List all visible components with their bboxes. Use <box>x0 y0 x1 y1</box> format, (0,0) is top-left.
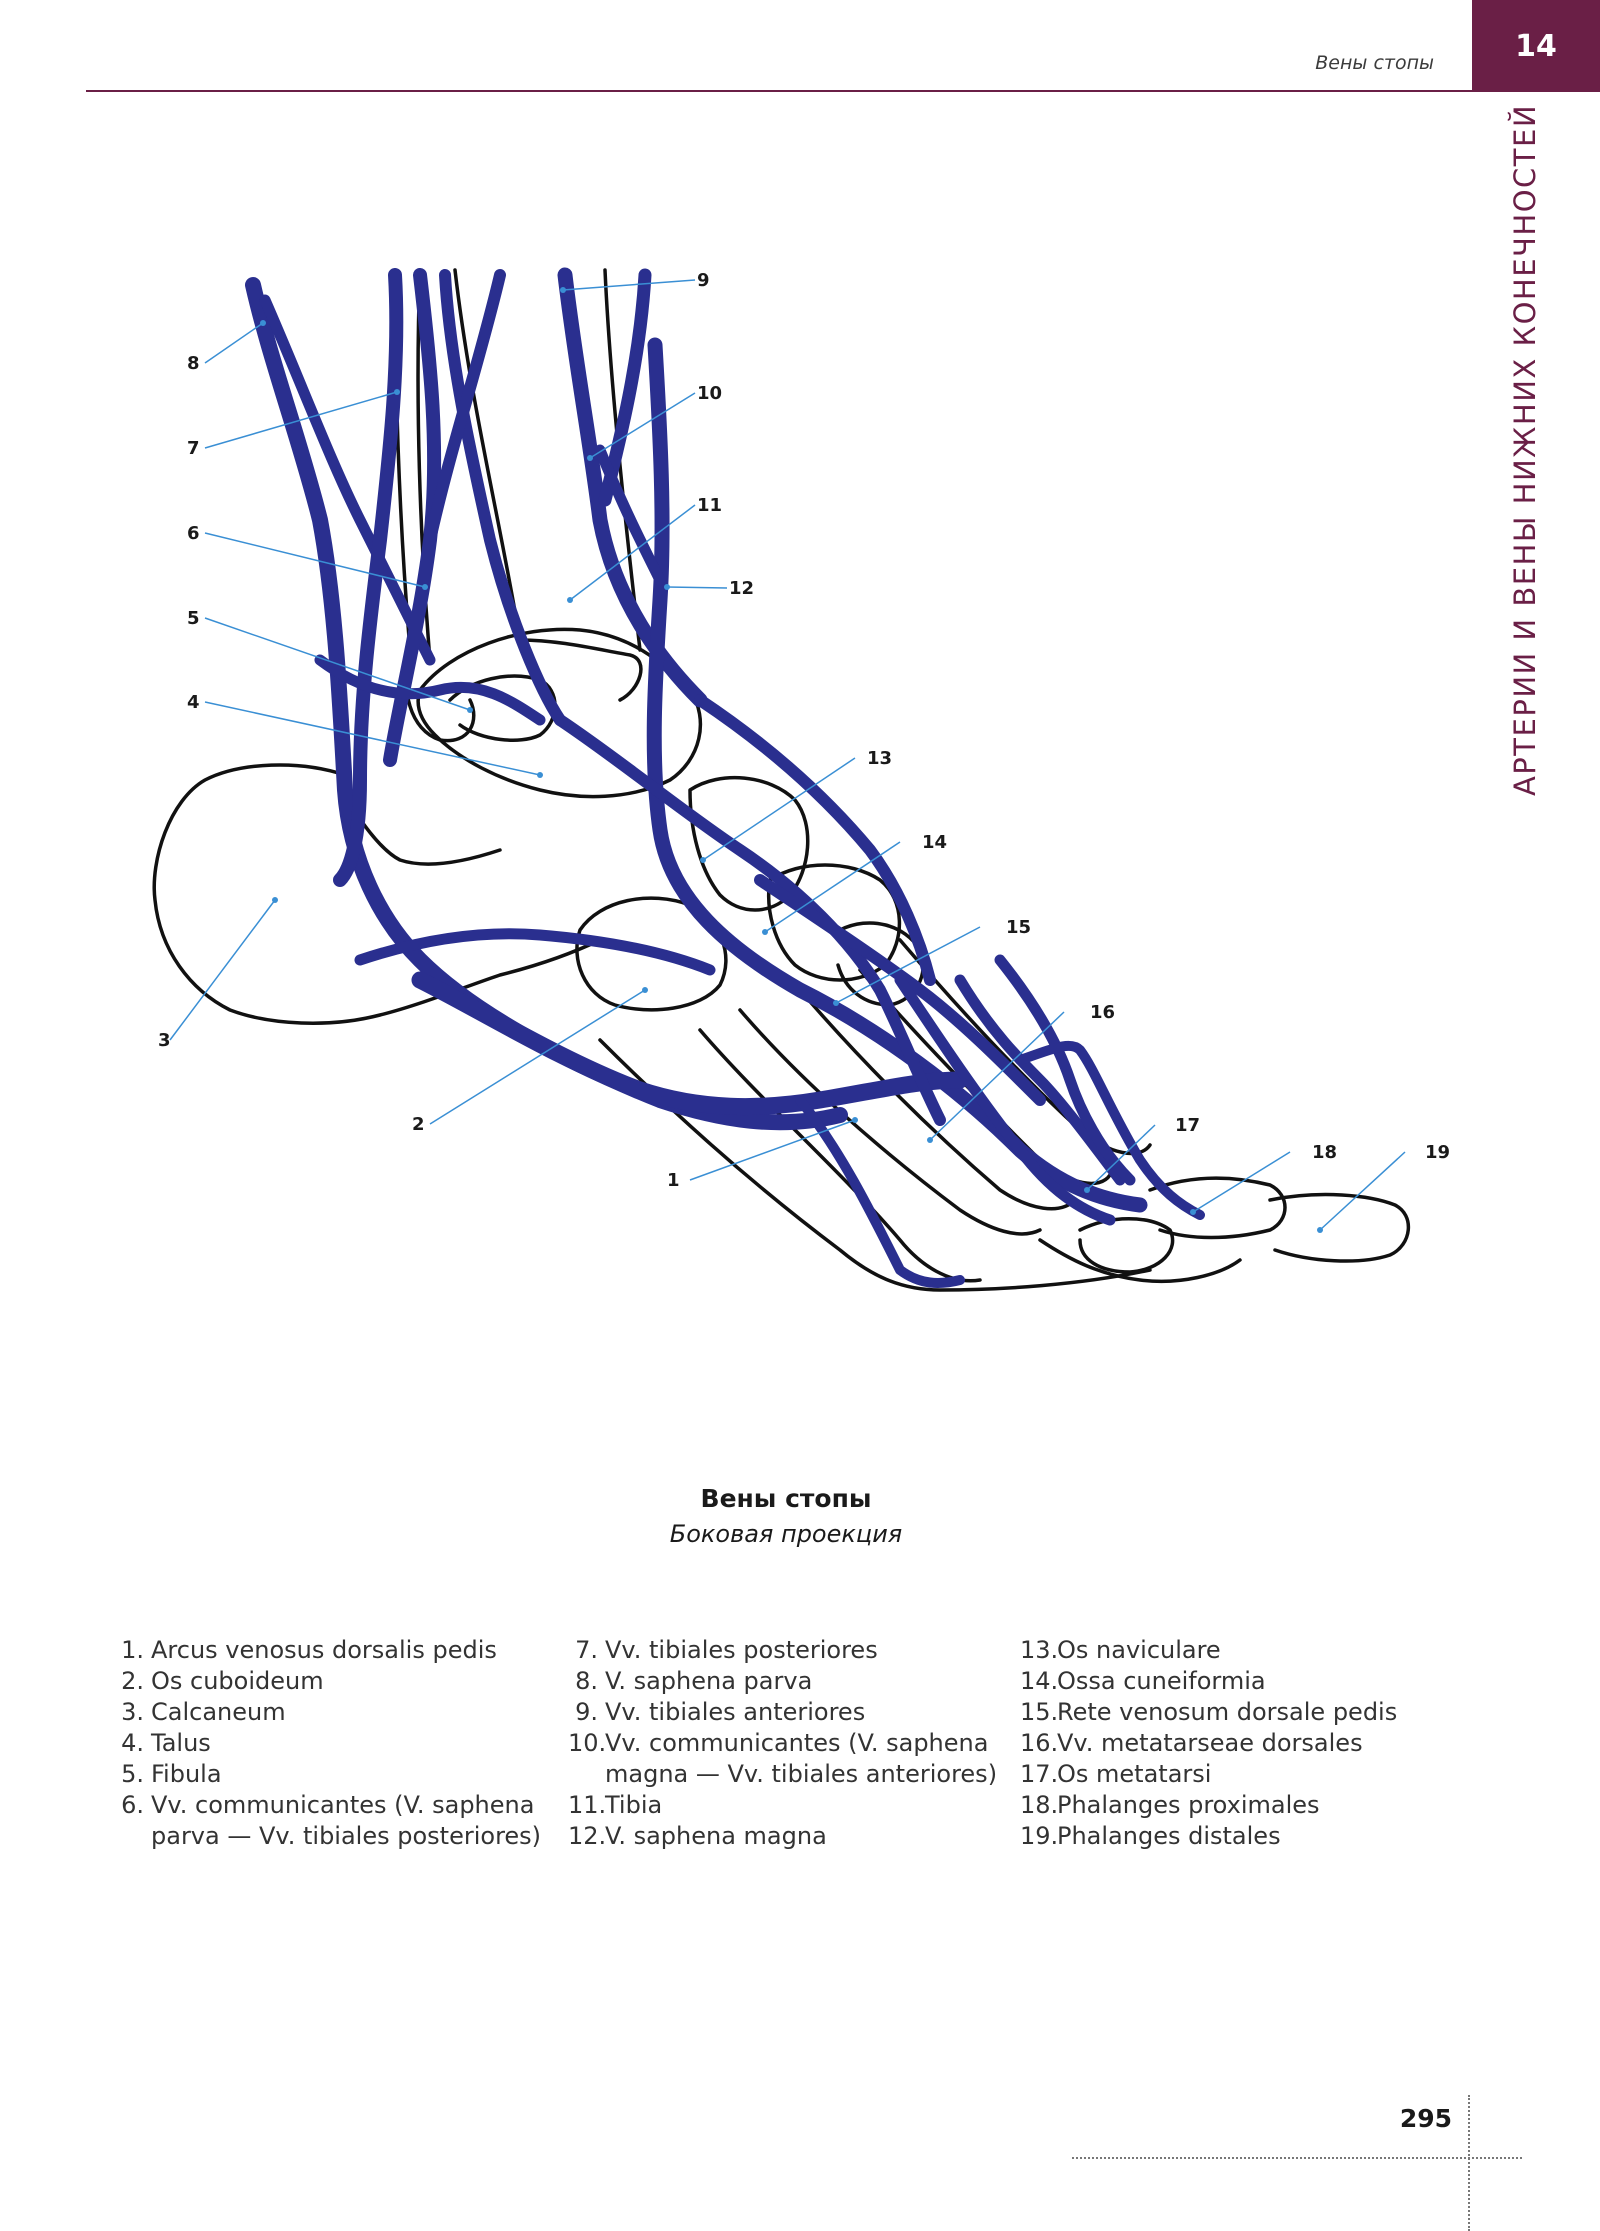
cuneiform-outline-2 <box>836 921 925 1007</box>
legend-item-5: 5.Fibula <box>121 1760 222 1788</box>
legend-item-18: 18.Phalanges proximales <box>1020 1791 1320 1819</box>
legend-item-14: 14.Ossa cuneiformia <box>1020 1667 1266 1695</box>
callout-13: 13 <box>867 748 892 769</box>
legend-item-3: 3.Calcaneum <box>121 1698 286 1726</box>
callout-18: 18 <box>1312 1142 1337 1163</box>
metatarsal-outline-1 <box>738 1008 1042 1236</box>
vein-arcus-dorsalis <box>411 971 969 1116</box>
callout-11: 11 <box>697 495 722 516</box>
legend-item-1: 1.Arcus venosus dorsalis pedis <box>121 1636 497 1664</box>
callout-2: 2 <box>412 1114 425 1135</box>
legend-item-16: 16.Vv. metatarseae dorsales <box>1020 1729 1363 1757</box>
callout-6: 6 <box>187 523 200 544</box>
callout-16: 16 <box>1090 1002 1115 1023</box>
page-number: 295 <box>1399 2104 1452 2133</box>
metatarsal-outline-2 <box>798 988 1077 1211</box>
legend-item-11: 11.Tibia <box>568 1791 663 1819</box>
tibia-malleolus <box>518 638 643 702</box>
vein-dorsal-network-4 <box>354 928 716 976</box>
callout-12: 12 <box>729 578 754 599</box>
callout-3: 3 <box>158 1030 171 1051</box>
talus-outline <box>416 627 703 799</box>
chapter-number-tab: 14 <box>1472 0 1600 92</box>
callout-5: 5 <box>187 608 200 629</box>
toes-outline <box>1038 1238 1242 1284</box>
callout-4: 4 <box>187 692 200 713</box>
callout-8: 8 <box>187 353 200 374</box>
legend-column-1: 1.Arcus venosus dorsalis pedis 2.Os cubo… <box>114 1635 541 1852</box>
leader-lines <box>169 279 1406 1231</box>
vein-saphena-parva-branch <box>259 294 436 666</box>
vein-dorsal-network-3 <box>754 874 1046 1106</box>
foot-veins-illustration: 1 2 3 4 5 6 7 8 9 10 11 12 13 14 15 16 1… <box>152 267 1450 1292</box>
legend-item-19: 19.Phalanges distales <box>1020 1822 1281 1850</box>
callout-10: 10 <box>697 383 722 404</box>
phalanx-proximal-outline <box>1148 1176 1287 1240</box>
phalanx-distal-outline <box>1268 1192 1411 1263</box>
figure-title: Вены стопы <box>700 1484 872 1513</box>
legend-item-7: 7.Vv. tibiales posteriores <box>575 1636 878 1664</box>
legend-column-3: 13.Os naviculare 14.Ossa cuneiformia 15.… <box>1020 1635 1397 1852</box>
cuboid-outline <box>575 896 728 1012</box>
callout-14: 14 <box>922 832 947 853</box>
footer-dotted-rule <box>1072 2157 1522 2159</box>
vein-metatarsea-1 <box>894 974 1116 1226</box>
vein-communicans-anterior <box>594 444 666 586</box>
legend-item-12: 12.V. saphena magna <box>568 1822 827 1850</box>
vein-metatarsea-3 <box>994 954 1136 1186</box>
callout-numbers: 1 2 3 4 5 6 7 8 9 10 11 12 13 14 15 16 1… <box>158 270 1450 1191</box>
phalanx-middle-outline <box>1078 1217 1175 1274</box>
callout-9: 9 <box>697 270 710 291</box>
metatarsal-outline-4 <box>898 938 1152 1156</box>
vein-tibialis-posterior-3 <box>439 269 566 726</box>
legend-item-15: 15.Rete venosum dorsale pedis <box>1020 1698 1398 1726</box>
callout-17: 17 <box>1175 1115 1200 1136</box>
calcaneus-outline <box>152 763 602 1025</box>
running-title: Вены стопы <box>1315 52 1434 74</box>
footer-dotted-rule-vertical <box>1468 2095 1470 2231</box>
legend-item-4: 4.Talus <box>121 1729 211 1757</box>
vein-tibialis-posterior-4 <box>424 269 506 546</box>
legend-item-8: 8.V. saphena parva <box>575 1667 813 1695</box>
tibia-shaft <box>453 268 522 642</box>
callout-7: 7 <box>187 438 200 459</box>
vein-dorsal-network-1 <box>554 714 946 1126</box>
callout-15: 15 <box>1006 917 1031 938</box>
callout-19: 19 <box>1425 1142 1450 1163</box>
vein-tibialis-posterior-1 <box>333 268 404 887</box>
header-rule <box>86 90 1472 92</box>
veins <box>245 267 1205 1288</box>
legend-item-13: 13.Os naviculare <box>1020 1636 1221 1664</box>
legend-item-2: 2.Os cuboideum <box>121 1667 324 1695</box>
sole-outline <box>598 1038 1152 1292</box>
vein-metatarsea-2 <box>954 974 1126 1186</box>
legend-item-9: 9.Vv. tibiales anteriores <box>575 1698 866 1726</box>
legend-item-17: 17.Os metatarsi <box>1020 1760 1212 1788</box>
vein-metatarsea-4 <box>1015 1040 1205 1220</box>
figure-subtitle: Боковая проекция <box>669 1520 903 1548</box>
callout-1: 1 <box>667 1170 680 1191</box>
legend-column-2: 7.Vv. tibiales posteriores 8.V. saphena … <box>568 1635 997 1852</box>
vein-communicans-posterior <box>314 654 546 726</box>
leader-dots <box>260 287 1323 1233</box>
vein-metatarsea-5 <box>795 1095 965 1288</box>
vein-dorsal-network-2 <box>694 694 936 986</box>
